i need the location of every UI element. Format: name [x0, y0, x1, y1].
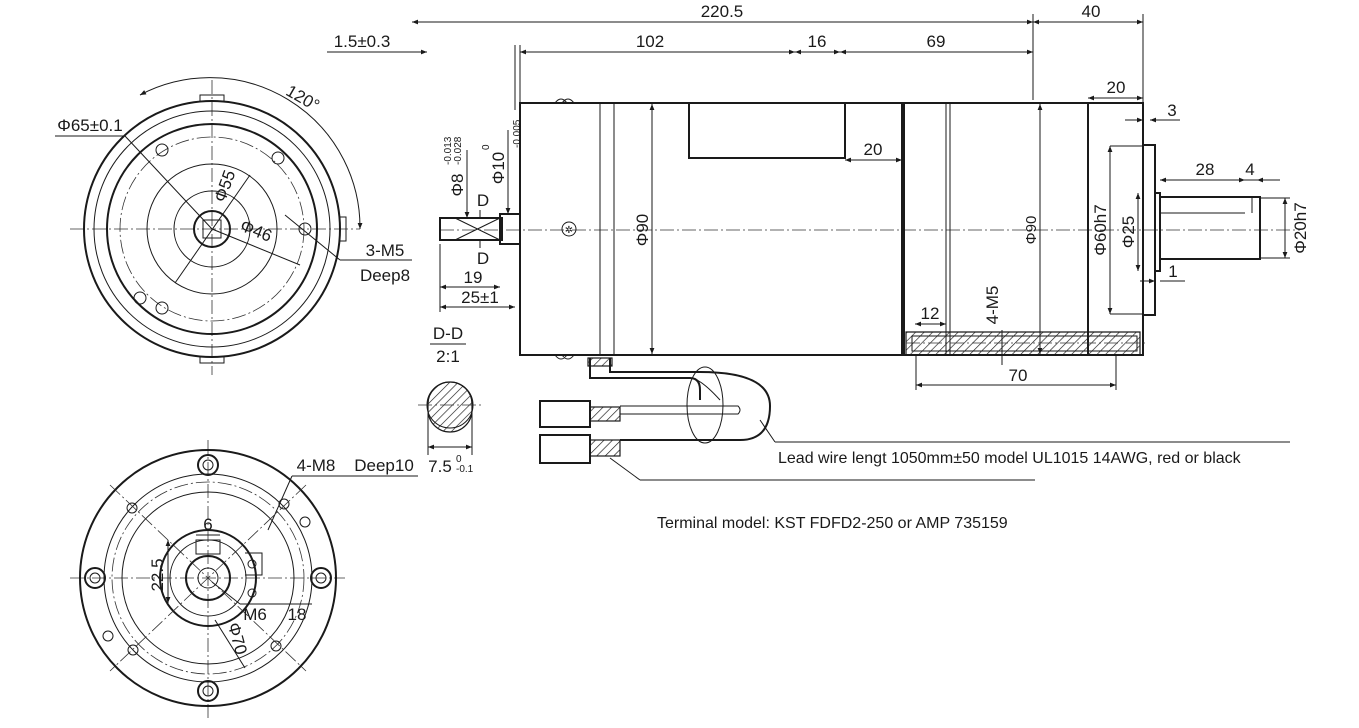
dim-gear-section: 69 — [927, 32, 946, 51]
tol-input-8-lower: -0.028 — [453, 136, 464, 165]
side-holes-label: 4-M5 — [983, 286, 1002, 325]
dim-tail-length: 40 — [1082, 2, 1101, 21]
tol-input-8-upper: -0.013 — [443, 136, 454, 165]
terminal-note: Terminal model: KST FDFD2-250 or AMP 735… — [657, 515, 1008, 532]
rear-flange-dia: Φ65±0.1 — [57, 116, 122, 135]
tol-flat-lower: -0.1 — [456, 464, 474, 475]
dim-body-dia-motor: Φ90 — [633, 214, 652, 246]
side-view: 20 ✲ Φ90 Φ90 Φ60h7 Φ — [439, 98, 1310, 532]
front-center-thread: M6 — [243, 605, 267, 624]
rear-view: 120° Φ65±0.1 Φ55 Φ46 3-M5 Deep8 — [55, 77, 412, 375]
dim-hole-spacing-12: 12 — [921, 304, 940, 323]
dim-middle-section: 16 — [808, 32, 827, 51]
dim-flat: 7.5 — [428, 457, 452, 476]
dim-keyway-length: 28 — [1196, 160, 1215, 179]
section-label-bottom: D — [477, 249, 489, 268]
dim-boss-dia: Φ25 — [1119, 216, 1138, 248]
dim-overall-length: 220.5 — [701, 2, 744, 21]
dim-input-shaft-10: Φ10 — [489, 152, 508, 184]
dim-shaft-boss: 20 — [1107, 78, 1126, 97]
dim-input-shaft-8: Φ8 — [448, 173, 467, 196]
dim-output-shaft-dia: Φ20h7 — [1291, 202, 1310, 253]
front-key-width: 6 — [203, 515, 212, 534]
dim-key-offset: 4 — [1245, 160, 1254, 179]
dim-boss-offset: 1 — [1168, 262, 1177, 281]
dim-motor-body: 102 — [636, 32, 664, 51]
tol-input-10-upper: 0 — [481, 144, 492, 150]
dim-housing-70: 70 — [1009, 366, 1028, 385]
rear-hole-depth: Deep8 — [360, 266, 410, 285]
section-d-d: D-D 2:1 7.5 0 -0.1 — [418, 324, 482, 476]
dim-window-offset: 20 — [864, 140, 883, 159]
top-dimension-chain: 220.5 40 1.5±0.3 102 16 69 20 3 28 4 — [327, 2, 1280, 284]
dim-shaft-length-25: 25±1 — [461, 288, 499, 307]
dim-pilot-offset: 3 — [1167, 101, 1176, 120]
section-label-top: D — [477, 191, 489, 210]
dim-pilot-dia: Φ60h7 — [1091, 204, 1110, 255]
front-view: 4-M8 Deep10 6 22.5 M6 18 Φ70 — [70, 440, 418, 718]
tol-input-10-lower: -0.005 — [512, 119, 523, 148]
section-title: D-D — [433, 324, 463, 343]
rear-holes: 3-M5 — [366, 241, 405, 260]
section-scale: 2:1 — [436, 347, 460, 366]
dim-flange-gap: 1.5±0.3 — [334, 32, 391, 51]
dim-body-dia-gear: Φ90 — [1023, 216, 1040, 245]
dim-shaft-length-19: 19 — [464, 268, 483, 287]
screw-icon: ✲ — [565, 225, 573, 236]
front-height: 22.5 — [148, 558, 167, 591]
tol-flat-upper: 0 — [456, 454, 462, 465]
front-pcd: Φ70 — [224, 620, 251, 656]
front-mount-holes: 4-M8 — [297, 456, 336, 475]
front-depth: 18 — [288, 605, 307, 624]
front-mount-depth: Deep10 — [354, 456, 414, 475]
lead-wire-note: Lead wire lengt 1050mm±50 model UL1015 1… — [778, 450, 1242, 467]
